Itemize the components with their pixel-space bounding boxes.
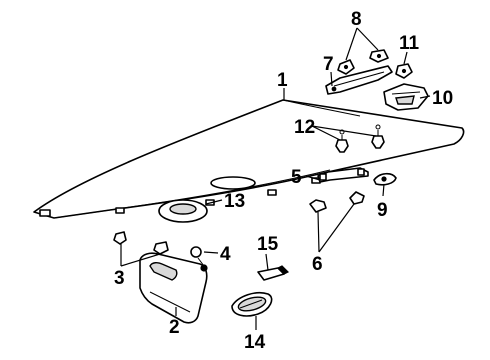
callout-5: 5 xyxy=(291,167,302,188)
callout-14: 14 xyxy=(244,332,266,353)
callout-12: 12 xyxy=(294,117,315,138)
callout-2: 2 xyxy=(169,317,180,338)
callout-9: 9 xyxy=(377,200,388,221)
callout-11: 11 xyxy=(399,33,420,54)
callout-15: 15 xyxy=(257,234,279,255)
rear-oval-opening xyxy=(210,176,256,190)
callout-4: 4 xyxy=(220,244,231,265)
dome-lamp xyxy=(158,199,208,223)
visor-pivot xyxy=(190,246,208,272)
callout-8: 8 xyxy=(351,9,362,30)
map-lamp-lens xyxy=(231,291,273,317)
bracket-clip-left xyxy=(337,59,355,75)
callout-13: 13 xyxy=(224,191,245,212)
retainer-clip-left xyxy=(335,135,349,153)
sun-visor xyxy=(139,252,208,324)
overhead-console xyxy=(383,83,429,111)
visor-clip-left xyxy=(113,231,127,245)
callout-3: 3 xyxy=(114,268,125,289)
callout-6: 6 xyxy=(312,254,323,275)
console-bracket xyxy=(325,65,393,95)
small-clip xyxy=(395,63,413,79)
leader-lines xyxy=(120,27,431,330)
retainer-clip-right xyxy=(371,130,385,149)
bracket-clip-right xyxy=(369,49,389,63)
grab-handle xyxy=(317,167,369,183)
handle-cap-left xyxy=(309,199,327,213)
map-lamp-bulb xyxy=(257,265,290,281)
visor-clip-right xyxy=(153,241,169,255)
callout-7: 7 xyxy=(323,54,334,75)
handle-cap-right xyxy=(349,191,365,205)
callout-1: 1 xyxy=(277,70,288,91)
coat-hook xyxy=(373,172,397,186)
headliner-panel xyxy=(33,99,465,219)
callout-10: 10 xyxy=(432,88,453,109)
